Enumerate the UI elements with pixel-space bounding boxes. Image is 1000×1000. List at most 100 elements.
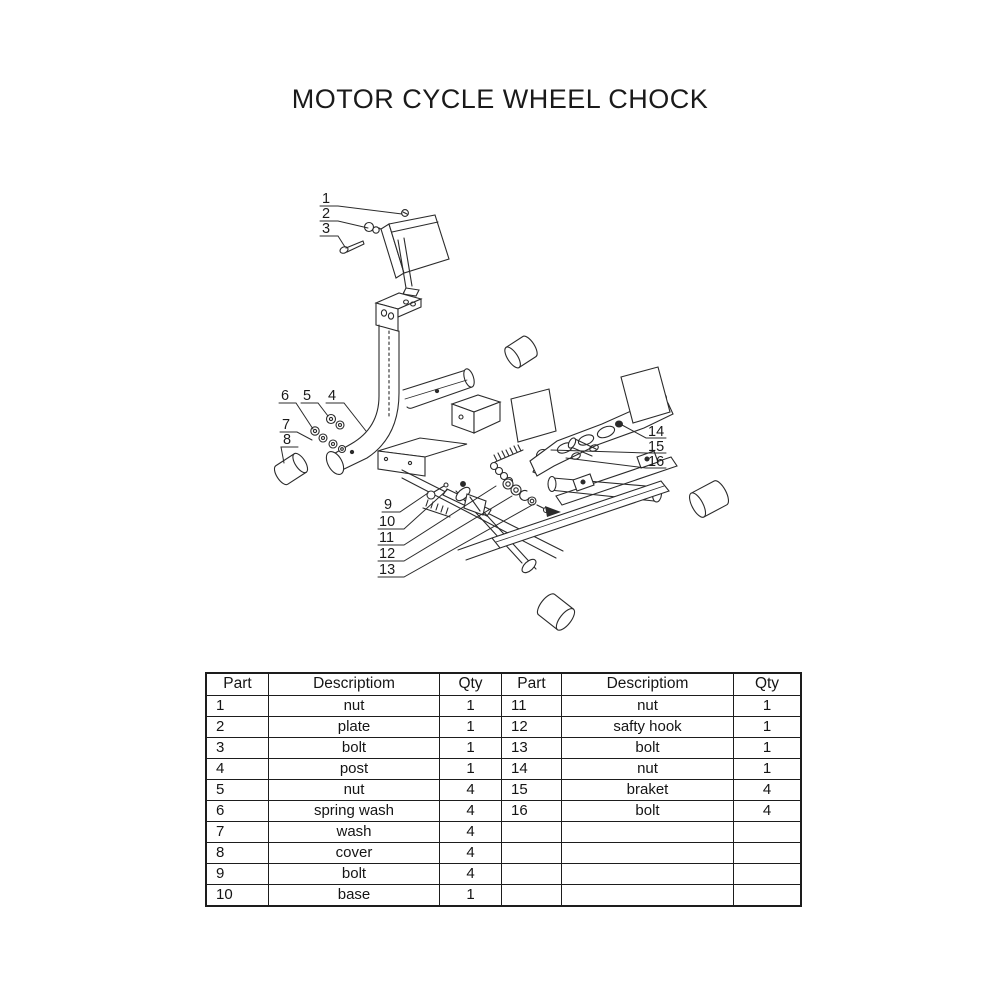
table-cell: bolt (268, 737, 440, 759)
table-cell: 8 (205, 842, 269, 864)
callout-label-6: 6 (281, 388, 289, 404)
callout-label-7: 7 (282, 417, 290, 433)
table-cell: 7 (205, 821, 269, 843)
table-cell: 14 (501, 758, 562, 780)
table-cell: cover (268, 842, 440, 864)
plate-assembly (380, 209, 450, 304)
callout-label-14: 14 (648, 424, 664, 440)
table-cell (733, 884, 802, 907)
callout-label-1: 1 (322, 191, 330, 207)
wheel-stop-bracket (450, 394, 502, 434)
table-cell: plate (268, 716, 440, 738)
parts-table: Part Descriptiom Qty Part Descriptiom Qt… (205, 672, 802, 907)
table-cell: 13 (501, 737, 562, 759)
table-cell: 6 (205, 800, 269, 822)
table-cell (501, 863, 562, 885)
table-cell: 16 (501, 800, 562, 822)
table-cell: braket (561, 779, 734, 801)
table-cell (501, 842, 562, 864)
table-cell: 5 (205, 779, 269, 801)
mounting-bolt (339, 240, 365, 254)
col-header-qty-left: Qty (439, 672, 502, 696)
table-cell (561, 884, 734, 907)
table-cell: 10 (205, 884, 269, 907)
table-cell: nut (561, 758, 734, 780)
post-assembly (325, 292, 475, 475)
table-cell: 4 (439, 779, 502, 801)
callout-label-3: 3 (322, 221, 330, 237)
table-cell: base (268, 884, 440, 907)
table-cell: bolt (561, 800, 734, 822)
col-header-desc-right: Descriptiom (561, 672, 734, 696)
table-cell (733, 863, 802, 885)
callout-label-11: 11 (379, 530, 394, 546)
table-cell: bolt (561, 737, 734, 759)
plate-fitting (363, 221, 387, 234)
table-cell: 4 (439, 800, 502, 822)
table-cell: 1 (205, 695, 269, 717)
roller-cylinder (688, 480, 730, 518)
table-cell: safty hook (561, 716, 734, 738)
col-header-qty-right: Qty (733, 672, 802, 696)
callout-label-10: 10 (379, 514, 395, 530)
table-cell: 9 (205, 863, 269, 885)
table-cell (561, 863, 734, 885)
table-cell: 1 (439, 737, 502, 759)
braket-plate (620, 366, 671, 424)
table-cell: 2 (205, 716, 269, 738)
table-cell: 4 (205, 758, 269, 780)
table-cell: nut (561, 695, 734, 717)
table-cell: 15 (501, 779, 562, 801)
table-cell: 3 (205, 737, 269, 759)
col-header-desc-left: Descriptiom (268, 672, 440, 696)
callout-label-9: 9 (384, 497, 392, 513)
cover-cap (273, 452, 309, 486)
side-rail-assembly (377, 437, 564, 574)
table-cell (501, 884, 562, 907)
table-cell: 1 (439, 695, 502, 717)
braket-plate (510, 388, 557, 443)
page-title: MOTOR CYCLE WHEEL CHOCK (291, 84, 709, 114)
table-cell: nut (268, 779, 440, 801)
table-cell: 1 (733, 758, 802, 780)
callout-label-13: 13 (379, 562, 395, 578)
table-cell: wash (268, 821, 440, 843)
callout-label-2: 2 (322, 206, 330, 222)
table-cell: nut (268, 695, 440, 717)
table-cell: 12 (501, 716, 562, 738)
col-header-part-right: Part (501, 672, 562, 696)
col-header-part-left: Part (205, 672, 269, 696)
table-header-row: Part Descriptiom Qty Part Descriptiom Qt… (205, 672, 802, 696)
table-cell (501, 821, 562, 843)
table-cell: 4 (733, 779, 802, 801)
callout-label-15: 15 (648, 439, 664, 455)
table-cell: 1 (439, 884, 502, 907)
nut-washer-cluster (310, 413, 347, 454)
table-cell: 4 (439, 863, 502, 885)
table-cell (561, 842, 734, 864)
callout-label-5: 5 (303, 388, 311, 404)
base-frame (457, 450, 678, 561)
table-cell (733, 821, 802, 843)
table-cell: spring wash (268, 800, 440, 822)
callout-label-4: 4 (328, 388, 336, 404)
table-cell: 4 (439, 821, 502, 843)
callout-label-16: 16 (648, 454, 664, 470)
roller-cylinder (536, 593, 576, 631)
table-cell: 1 (733, 737, 802, 759)
table-cell: 1 (439, 758, 502, 780)
table-cell: 4 (439, 842, 502, 864)
table-cell: 11 (501, 695, 562, 717)
table-cell: 1 (439, 716, 502, 738)
callout-label-12: 12 (379, 546, 395, 562)
